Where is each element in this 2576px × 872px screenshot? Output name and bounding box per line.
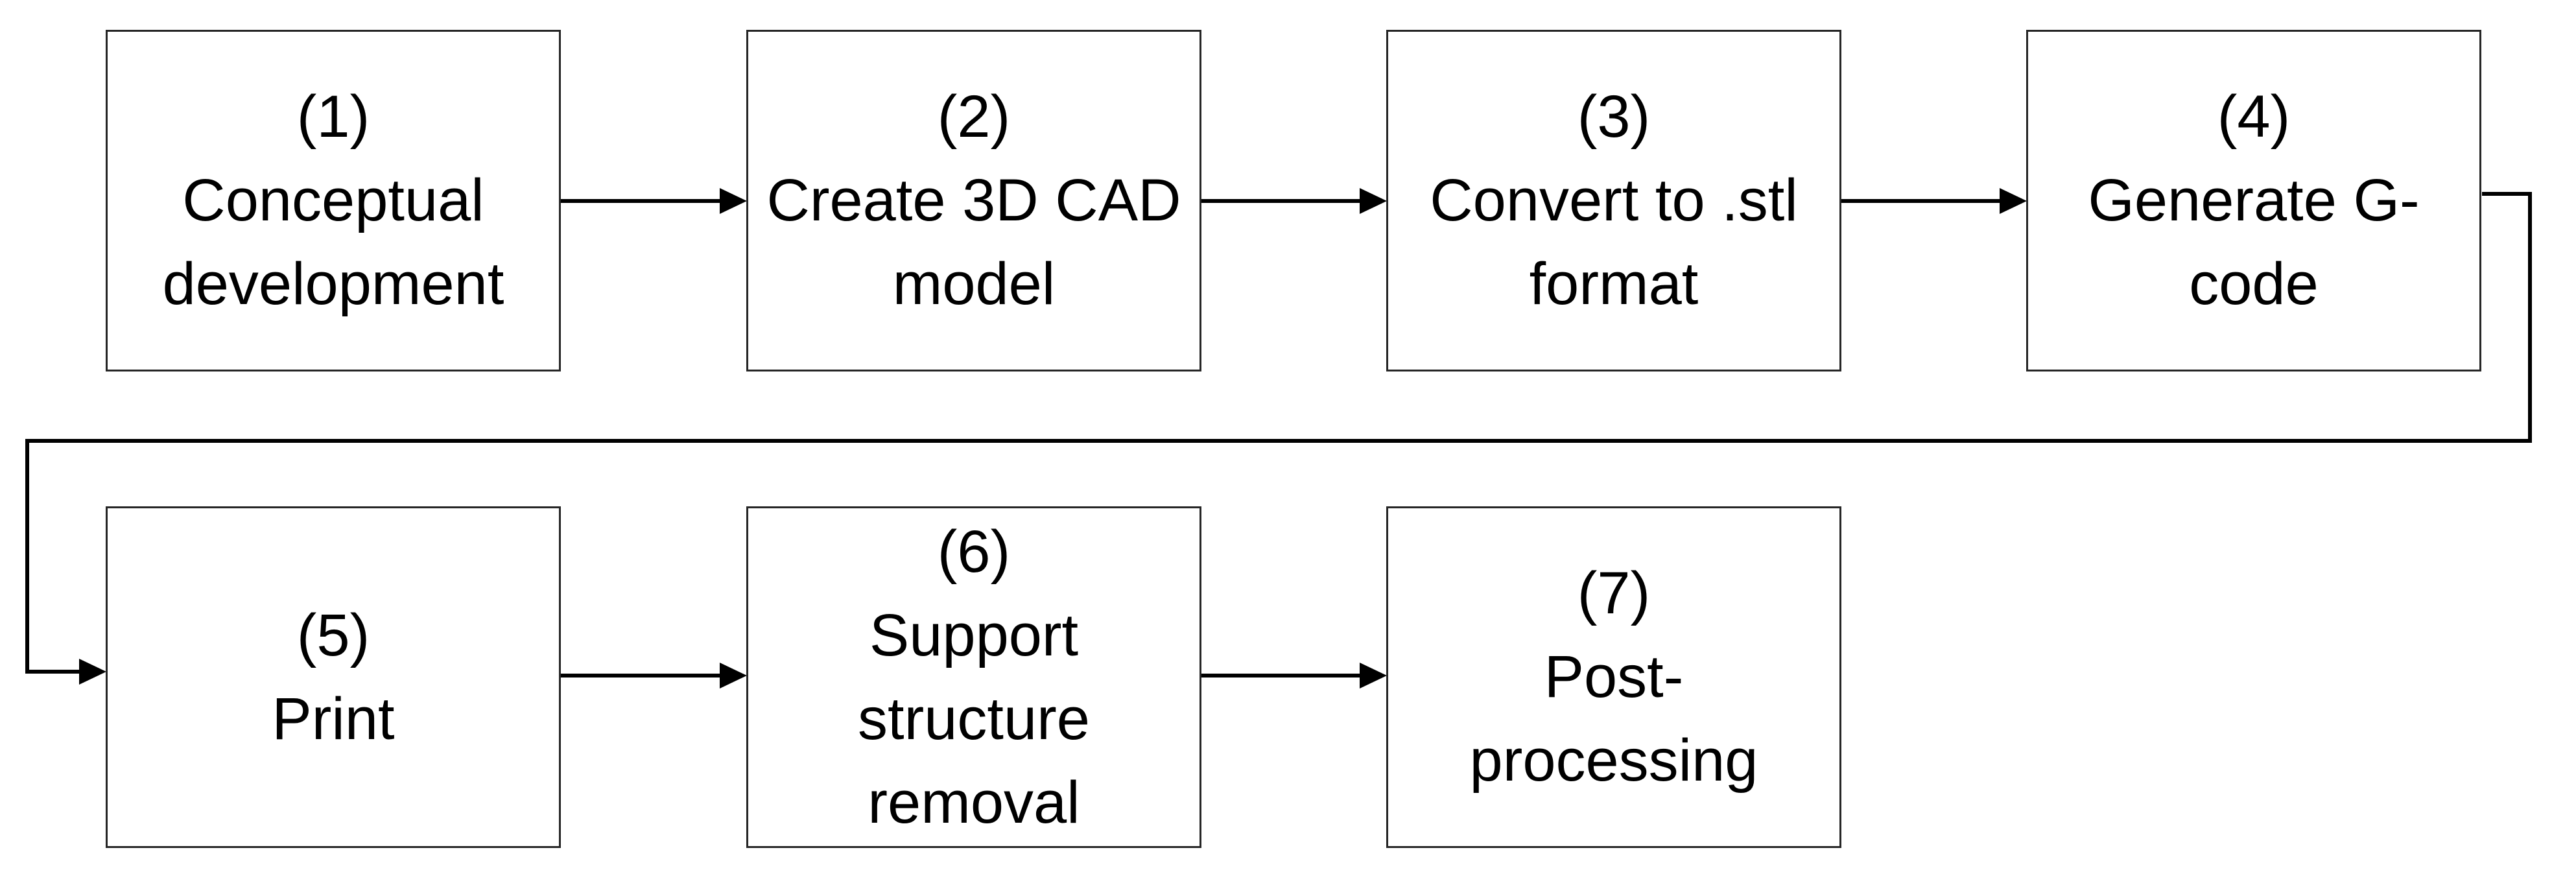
arrow-3-to-4 (1841, 188, 2027, 214)
step-1-conceptual-development: (1) Conceptual development (106, 30, 561, 371)
step-number: (7) (1577, 560, 1651, 626)
step-4-generate-g-code: (4) Generate G- code (2026, 30, 2481, 371)
step-number: (3) (1577, 84, 1651, 150)
step-label-line: Print (272, 685, 395, 752)
step-number: (4) (2217, 84, 2291, 150)
step-label-line: Support (869, 602, 1079, 668)
step-label-line: Convert to .stl (1430, 167, 1798, 233)
step-label-line: format (1529, 251, 1699, 317)
step-label-line: Conceptual (182, 167, 484, 233)
step-label-line: structure (858, 685, 1090, 752)
step-number: (6) (937, 518, 1011, 585)
step-label-line: model (892, 251, 1056, 317)
step-label-line: Generate G- (2088, 167, 2420, 233)
step-7-post-processing: (7) Post- processing (1386, 506, 1841, 848)
arrow-6-to-7 (1201, 663, 1387, 689)
step-2-create-3d-cad-model: (2) Create 3D CAD model (746, 30, 1201, 371)
step-5-print: (5) Print (106, 506, 561, 848)
step-label-line: Create 3D CAD (766, 167, 1181, 233)
arrow-4-to-5 (25, 192, 2532, 685)
step-label-line: processing (1469, 727, 1758, 794)
arrow-5-to-6 (561, 663, 747, 689)
step-label-line: development (162, 251, 504, 317)
arrow-1-to-2 (561, 188, 747, 214)
step-label-line: code (2189, 251, 2319, 317)
step-6-support-structure-removal: (6) Support structure removal (746, 506, 1201, 848)
arrow-2-to-3 (1201, 188, 1387, 214)
step-label-line: removal (868, 769, 1080, 836)
step-3-convert-to-stl: (3) Convert to .stl format (1386, 30, 1841, 371)
step-number: (1) (296, 84, 370, 150)
step-number: (2) (937, 84, 1011, 150)
step-label-line: Post- (1544, 644, 1684, 710)
step-number: (5) (296, 602, 370, 668)
